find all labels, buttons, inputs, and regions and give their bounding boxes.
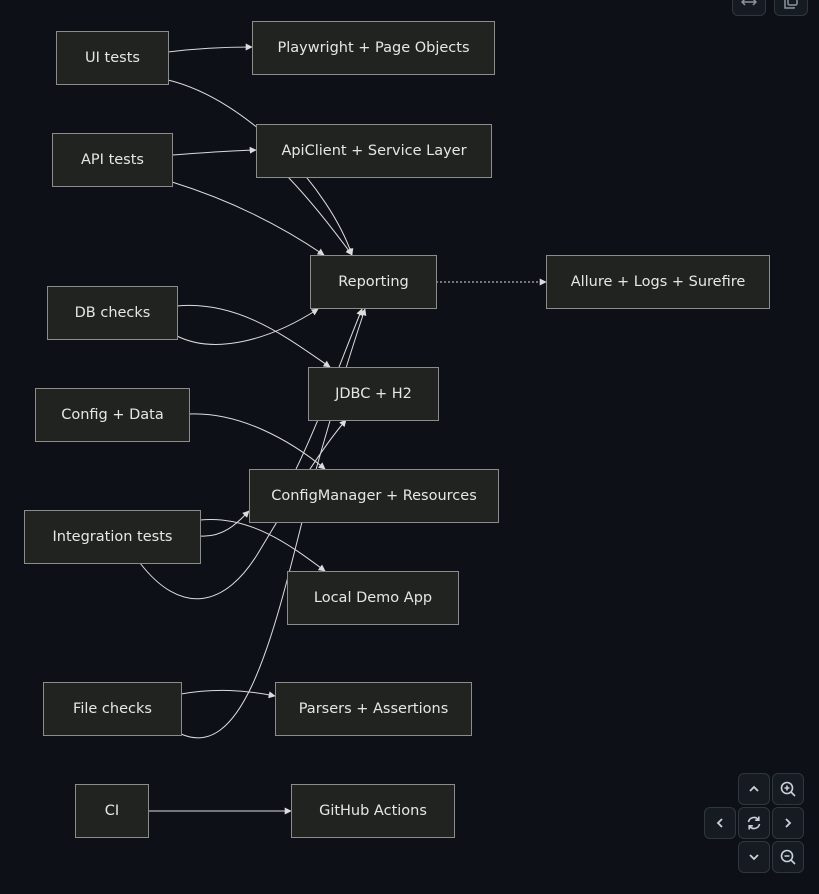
copy-button[interactable] [774,0,808,16]
node-parsers-assertions[interactable]: Parsers + Assertions [275,682,472,736]
node-config-data[interactable]: Config + Data [35,388,190,442]
edge-db-checks-reporting [176,308,319,345]
pan-right-button[interactable] [772,807,804,839]
edge-integration-local-demo [199,518,326,572]
node-db-checks[interactable]: DB checks [47,286,178,340]
edge-apiclient-reporting [287,176,353,256]
edge-db-checks-jdbc [176,304,331,368]
node-configmanager-resources[interactable]: ConfigManager + Resources [249,469,499,523]
node-reporting[interactable]: Reporting [310,255,437,309]
zoom-out-icon [780,849,796,865]
pan-left-button[interactable] [704,807,736,839]
chevron-left-icon [716,818,723,828]
pan-up-button[interactable] [738,773,770,805]
reset-icon [747,816,761,830]
edge-config-data-configmanager [188,413,326,470]
zoom-out-button[interactable] [772,841,804,873]
zoom-in-button[interactable] [772,773,804,805]
edge-api-tests-reporting [171,181,325,256]
edge-api-tests-apiclient [171,146,257,156]
chevron-right-icon [785,818,792,828]
node-ui-tests[interactable]: UI tests [56,31,169,85]
edge-integration-configmanager [199,510,250,537]
reset-button[interactable] [738,807,770,839]
edge-file-checks-parsers [180,689,276,699]
expand-icon [741,0,757,6]
node-jdbc-h2[interactable]: JDBC + H2 [308,367,439,421]
node-playwright-page-objects[interactable]: Playwright + Page Objects [252,21,495,75]
node-api-tests[interactable]: API tests [52,133,173,187]
node-github-actions[interactable]: GitHub Actions [291,784,455,838]
node-local-demo-app[interactable]: Local Demo App [287,571,459,625]
node-allure-logs-surefire[interactable]: Allure + Logs + Surefire [546,255,770,309]
chevron-up-icon [749,785,759,792]
expand-button[interactable] [732,0,766,16]
pan-down-button[interactable] [738,841,770,873]
edge-ui-tests-playwright [167,43,253,53]
zoom-in-icon [780,781,796,797]
copy-icon [784,0,798,9]
node-file-checks[interactable]: File checks [43,682,182,736]
node-ci[interactable]: CI [75,784,149,838]
node-integration-tests[interactable]: Integration tests [24,510,201,564]
node-apiclient-service-layer[interactable]: ApiClient + Service Layer [256,124,492,178]
chevron-down-icon [749,854,759,861]
